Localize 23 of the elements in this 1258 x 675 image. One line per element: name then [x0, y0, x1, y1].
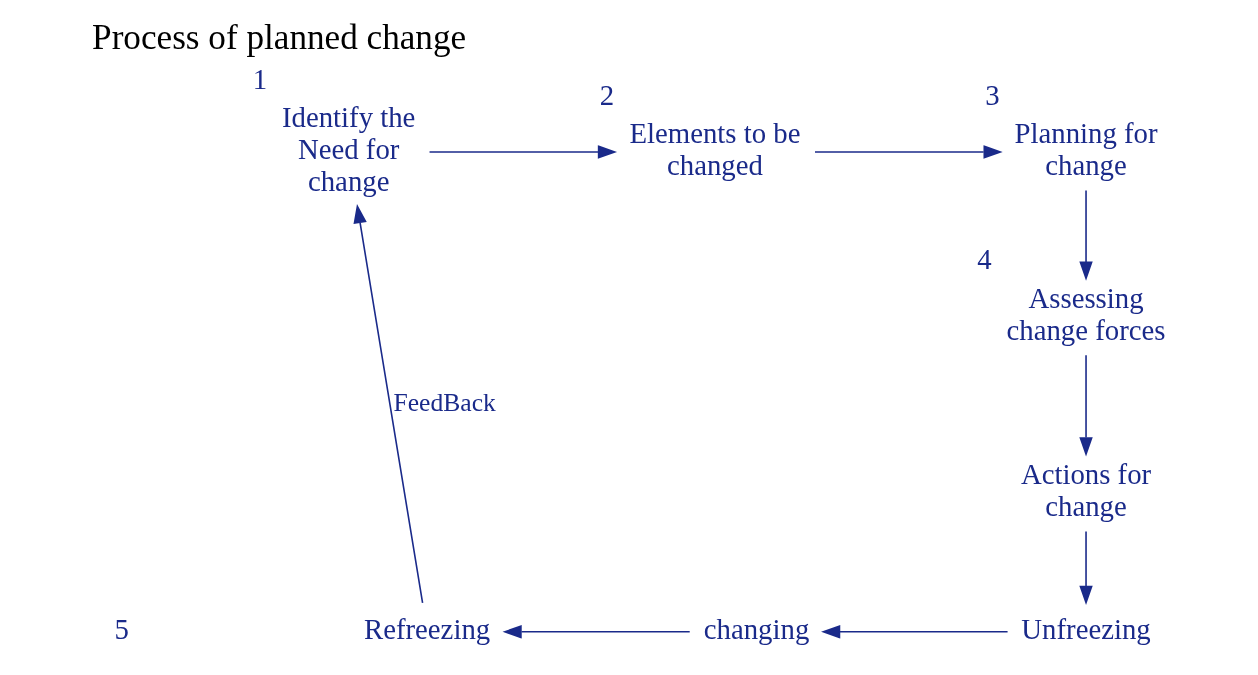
arrow — [1079, 189, 1093, 281]
node-text: Elements to be changed — [629, 117, 801, 181]
arrow — [353, 204, 424, 604]
arrow — [502, 625, 691, 639]
node-text: changing — [703, 612, 810, 645]
node-text: Refreezing — [363, 612, 491, 645]
node-label: 2 — [599, 78, 615, 111]
node-label: 3 — [985, 78, 1000, 111]
arrow — [428, 145, 618, 159]
node-text: Unfreezing — [1021, 612, 1151, 645]
node-text: Identify the Need for change — [282, 101, 416, 197]
edge-label: FeedBack — [393, 387, 496, 417]
node-text: Planning for change — [1014, 117, 1158, 181]
arrow — [814, 145, 1003, 159]
node-text: Actions for change — [1020, 457, 1152, 522]
arrow — [821, 625, 1009, 639]
node-label: 4 — [977, 243, 992, 276]
arrow — [1079, 530, 1093, 605]
node-label: 1 — [252, 62, 268, 95]
diagram-title: Process of planned change — [92, 17, 467, 57]
arrow — [1079, 354, 1093, 457]
label: 5 — [114, 612, 129, 645]
node-text: Assessing change forces — [1006, 281, 1166, 346]
